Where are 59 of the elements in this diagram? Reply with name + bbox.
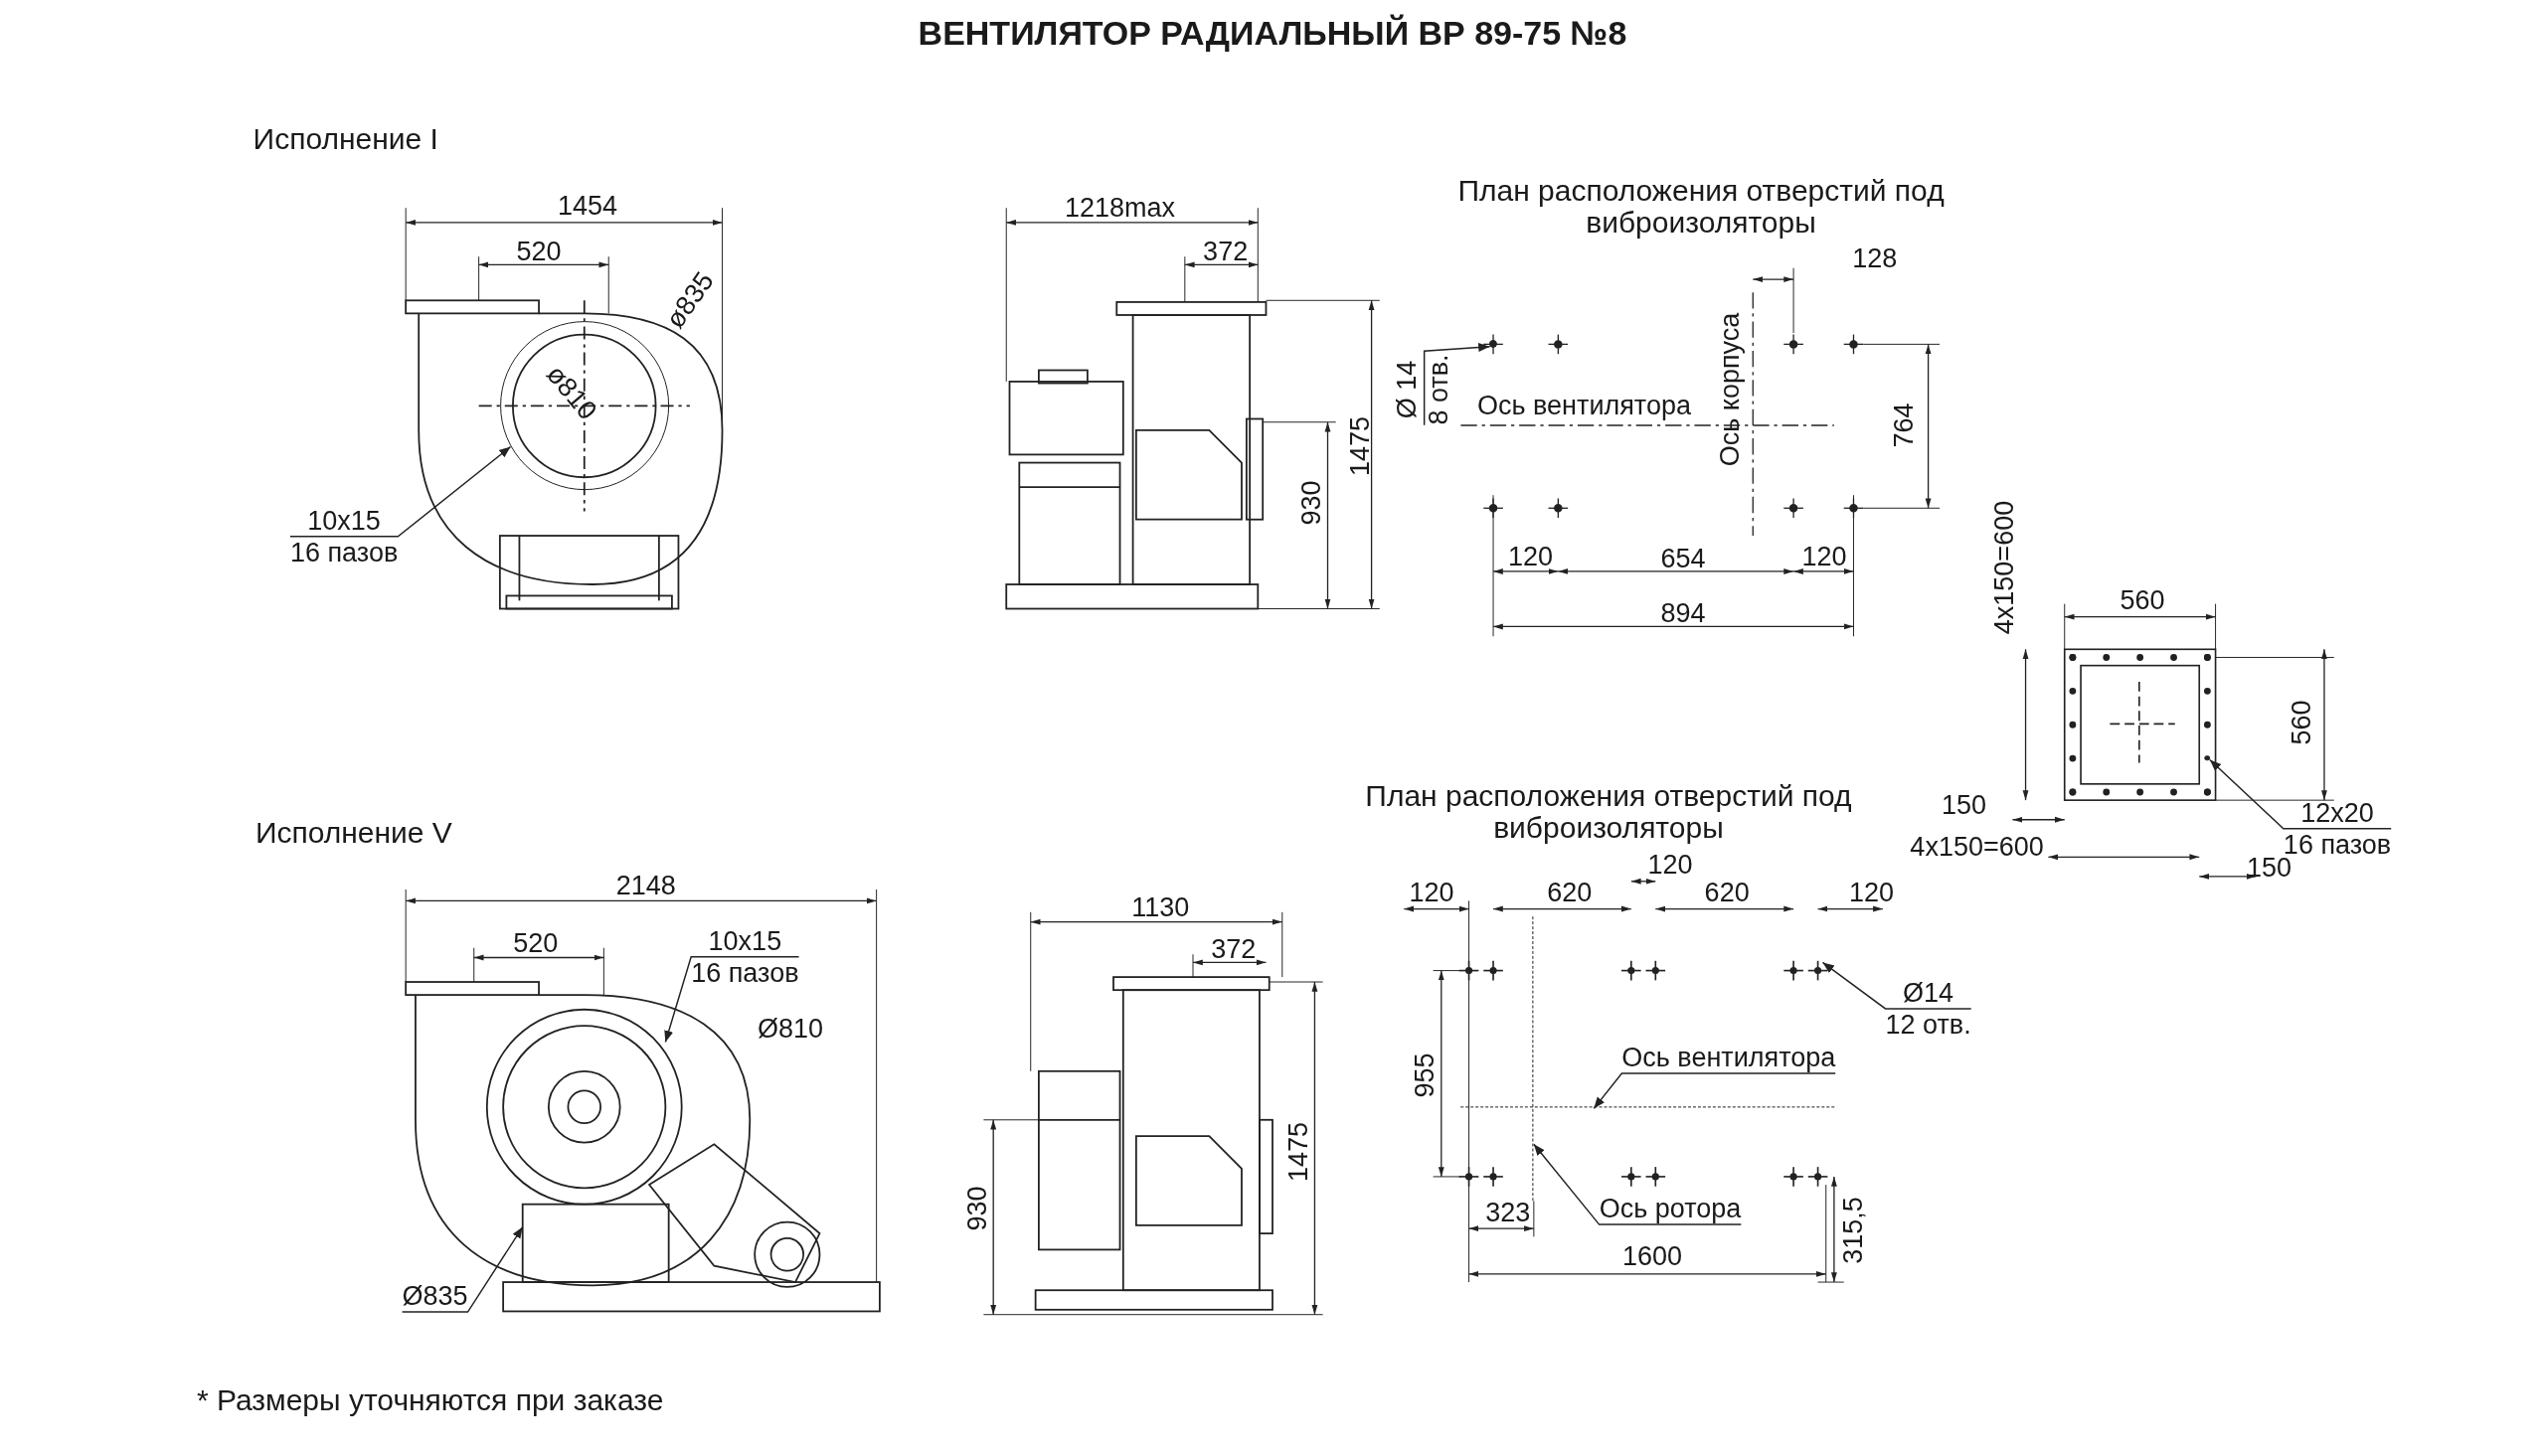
- dimension-value: 654: [1660, 544, 1706, 572]
- dimension-value: 1475: [1346, 415, 1375, 476]
- dimension-value: 4x150=600: [1990, 501, 2019, 635]
- dimension-value: 1454: [558, 192, 618, 221]
- dimension-value: 1130: [1131, 892, 1190, 921]
- dimension-value: 2148: [615, 872, 676, 900]
- dimension-value: 372: [1203, 237, 1249, 266]
- leader-line: [1423, 342, 1491, 426]
- axis-label: Ось вентилятора: [1477, 392, 1691, 420]
- dimension-value: 620: [1547, 878, 1593, 907]
- callout-label: Ось вентилятора: [1621, 1043, 1836, 1076]
- dimension-value: 120: [1647, 851, 1693, 880]
- leader-line: [289, 445, 512, 538]
- callout-label: Ø835: [402, 1281, 468, 1315]
- dimension-value: 620: [1704, 878, 1750, 907]
- dimension-value: 520: [513, 928, 559, 957]
- dimension-value: 520: [516, 237, 562, 266]
- dimension-value: 120: [1801, 542, 1847, 571]
- dimension-value: 120: [1508, 542, 1554, 571]
- dimension-value: 120: [1409, 878, 1454, 907]
- dimension-value: 150: [1941, 790, 1987, 819]
- plan-heading: План расположения отверстий под виброизоляторы: [1456, 174, 1946, 238]
- callout-label: Ø14 12 отв.: [1885, 978, 1971, 1044]
- dimension-value: 560: [2120, 585, 2165, 615]
- dimension-value: 560: [2287, 700, 2316, 745]
- mounting-hole: [1488, 340, 1498, 349]
- leader-line: [1821, 961, 1972, 1010]
- view-caption: Исполнение I: [253, 123, 438, 156]
- callout-label: 10x15 16 пазов: [289, 506, 399, 571]
- plan-heading: План расположения отверстий под виброизоляторы: [1364, 779, 1853, 843]
- dimension-value: 930: [962, 1186, 991, 1231]
- dimension-value: 955: [1411, 1052, 1440, 1098]
- leader-line: [401, 1225, 524, 1313]
- dimension-value: 128: [1852, 243, 1898, 272]
- mounting-hole: [2204, 755, 2211, 761]
- dimension-value: 894: [1660, 598, 1706, 628]
- dimension-value: 1475: [1283, 1122, 1313, 1183]
- view-caption: Исполнение V: [254, 816, 452, 849]
- leader-line: [2209, 758, 2392, 830]
- callout-label: 10x15 16 пазов: [691, 926, 799, 992]
- dimension-value: 315,5: [1839, 1196, 1868, 1264]
- drawing-title: ВЕНТИЛЯТОР РАДИАЛЬНЫЙ ВР 89-75 №8: [918, 13, 1627, 53]
- dimension-value: 323: [1485, 1198, 1531, 1226]
- footnote: * Размеры уточняются при заказе: [196, 1384, 664, 1416]
- dimension-value: 1218max: [1065, 193, 1176, 223]
- axis-label: Ось корпуса: [1716, 312, 1745, 467]
- dimension-value: 1600: [1622, 1241, 1683, 1270]
- dimension-value: 150: [2246, 854, 2291, 883]
- dimension-value: 764: [1889, 403, 1919, 448]
- dimension-value: 930: [1297, 480, 1326, 526]
- dimension-value: 4x150=600: [1910, 833, 2044, 862]
- leader-line: [1593, 1072, 1836, 1110]
- callout-label: Ø 14 8 отв.: [1393, 354, 1457, 425]
- leader-line: [664, 955, 800, 1044]
- dimension-value: Ø810: [758, 1014, 824, 1044]
- dimension-value: 372: [1211, 934, 1257, 964]
- leader-line: [1533, 1143, 1743, 1225]
- callout-label: Ось ротора: [1599, 1194, 1742, 1227]
- dimension-value: 120: [1848, 878, 1894, 907]
